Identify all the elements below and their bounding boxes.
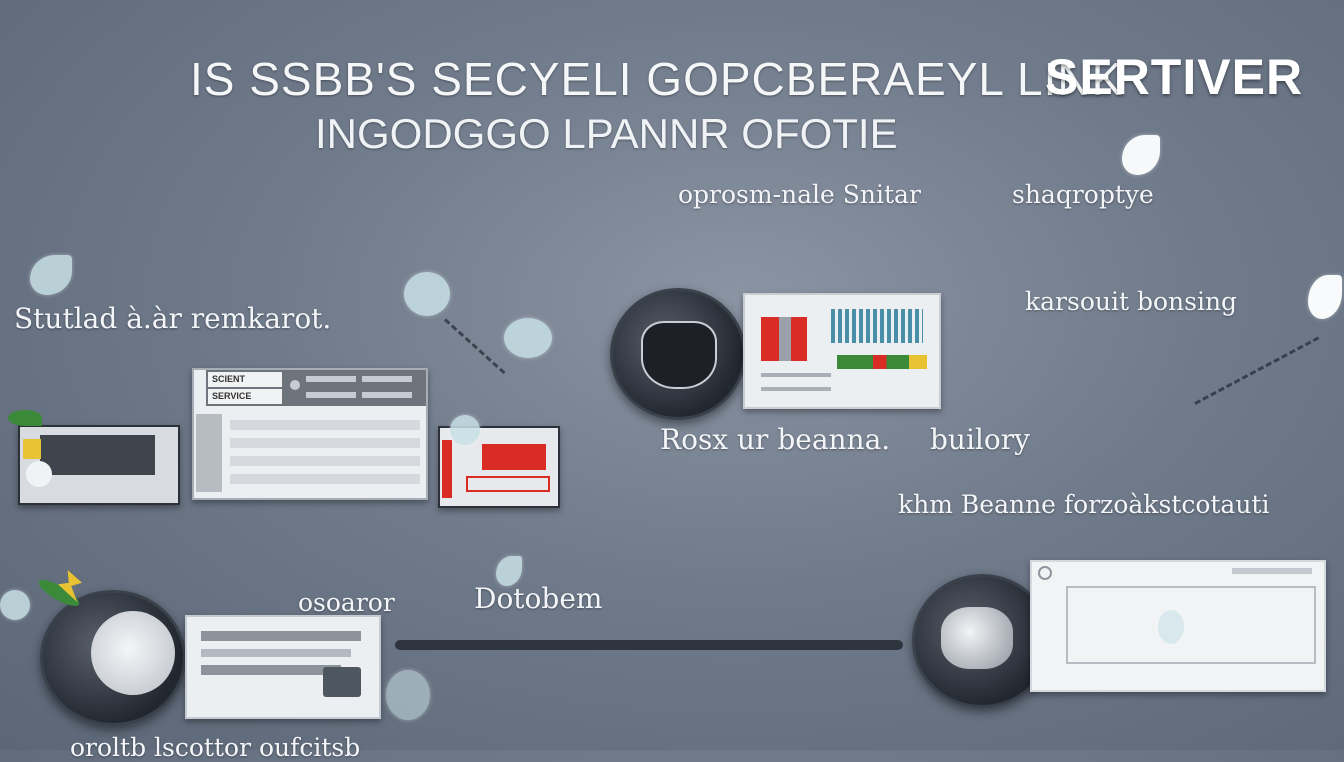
text-bar <box>761 373 831 377</box>
status-indicator <box>23 439 41 459</box>
label-top-right: shaqroptye <box>1012 180 1154 209</box>
node-dot <box>0 590 30 620</box>
dial-icon <box>91 611 175 695</box>
flag-chart <box>482 444 546 470</box>
text-bar <box>761 387 831 391</box>
form-row[interactable] <box>230 456 420 466</box>
node-dot <box>504 318 552 358</box>
text-bar <box>201 665 341 675</box>
node-dot <box>386 670 430 720</box>
dashboard-panel[interactable] <box>743 293 941 409</box>
connector-line <box>1194 336 1320 405</box>
data-grid <box>831 309 923 343</box>
text-bar <box>362 376 412 382</box>
label-right-lower: khm Beanne forzoàkstcotauti <box>898 490 1270 519</box>
label-bottom-center: Dotobem <box>474 582 603 615</box>
label-left: Stutlad à.àr remkarot. <box>14 302 332 335</box>
radio-icon[interactable] <box>290 380 300 390</box>
gear-circle-icon[interactable] <box>40 590 186 726</box>
form-panel[interactable]: SCIENT SERVICE <box>192 368 428 500</box>
leaf-icon <box>8 410 42 426</box>
status-icon <box>1038 566 1052 580</box>
label-top-center: oprosm-nale Snitar <box>678 180 921 209</box>
label-center: Rosx ur beanna. <box>660 423 891 456</box>
label-bottom-left: osoaror <box>298 588 395 617</box>
panel-subtitle: SERVICE <box>208 389 282 404</box>
node-dot <box>1158 610 1184 644</box>
connector-line <box>395 640 903 650</box>
device-icon <box>323 667 361 697</box>
label-center-right: builory <box>930 423 1030 456</box>
node-dot <box>404 272 450 316</box>
leaf-icon <box>1308 275 1342 319</box>
page-subtitle: INGODGGO LPANNR OFOTIE <box>315 110 898 157</box>
label-right-mid: karsouit bonsing <box>1025 287 1238 316</box>
device-screen[interactable] <box>18 425 180 505</box>
helmet-icon <box>641 321 717 389</box>
content-frame <box>1066 586 1316 664</box>
sidebar-strip <box>196 414 222 492</box>
node-dot <box>450 415 480 445</box>
server-circle-icon[interactable] <box>610 288 746 420</box>
node-dot <box>26 461 52 487</box>
label-bottom-edge: oroltb lscottor oufcitsb <box>70 733 361 762</box>
chart-bar <box>466 476 550 492</box>
screen-display <box>40 435 155 475</box>
page-title-emphasis: SERTIVER <box>1045 49 1304 105</box>
robot-icon <box>941 607 1013 669</box>
form-row[interactable] <box>230 420 420 430</box>
text-bar <box>362 392 412 398</box>
panel-title: SCIENT <box>208 372 282 387</box>
leaf-icon <box>30 255 72 295</box>
status-bar <box>837 355 927 369</box>
leaf-icon <box>1122 135 1160 175</box>
form-row[interactable] <box>230 438 420 448</box>
chart-bar <box>779 317 791 361</box>
accent-strip <box>442 440 452 498</box>
text-bar <box>1232 568 1312 574</box>
text-bar <box>306 392 356 398</box>
page-title: IS SSBB'S SECYELI GOPCBERAEYL LINK <box>190 53 1124 105</box>
text-bar <box>201 631 361 641</box>
text-bar <box>306 376 356 382</box>
text-bar <box>201 649 351 657</box>
form-row[interactable] <box>230 474 420 484</box>
connector-line <box>443 318 506 375</box>
list-panel[interactable] <box>185 615 381 719</box>
